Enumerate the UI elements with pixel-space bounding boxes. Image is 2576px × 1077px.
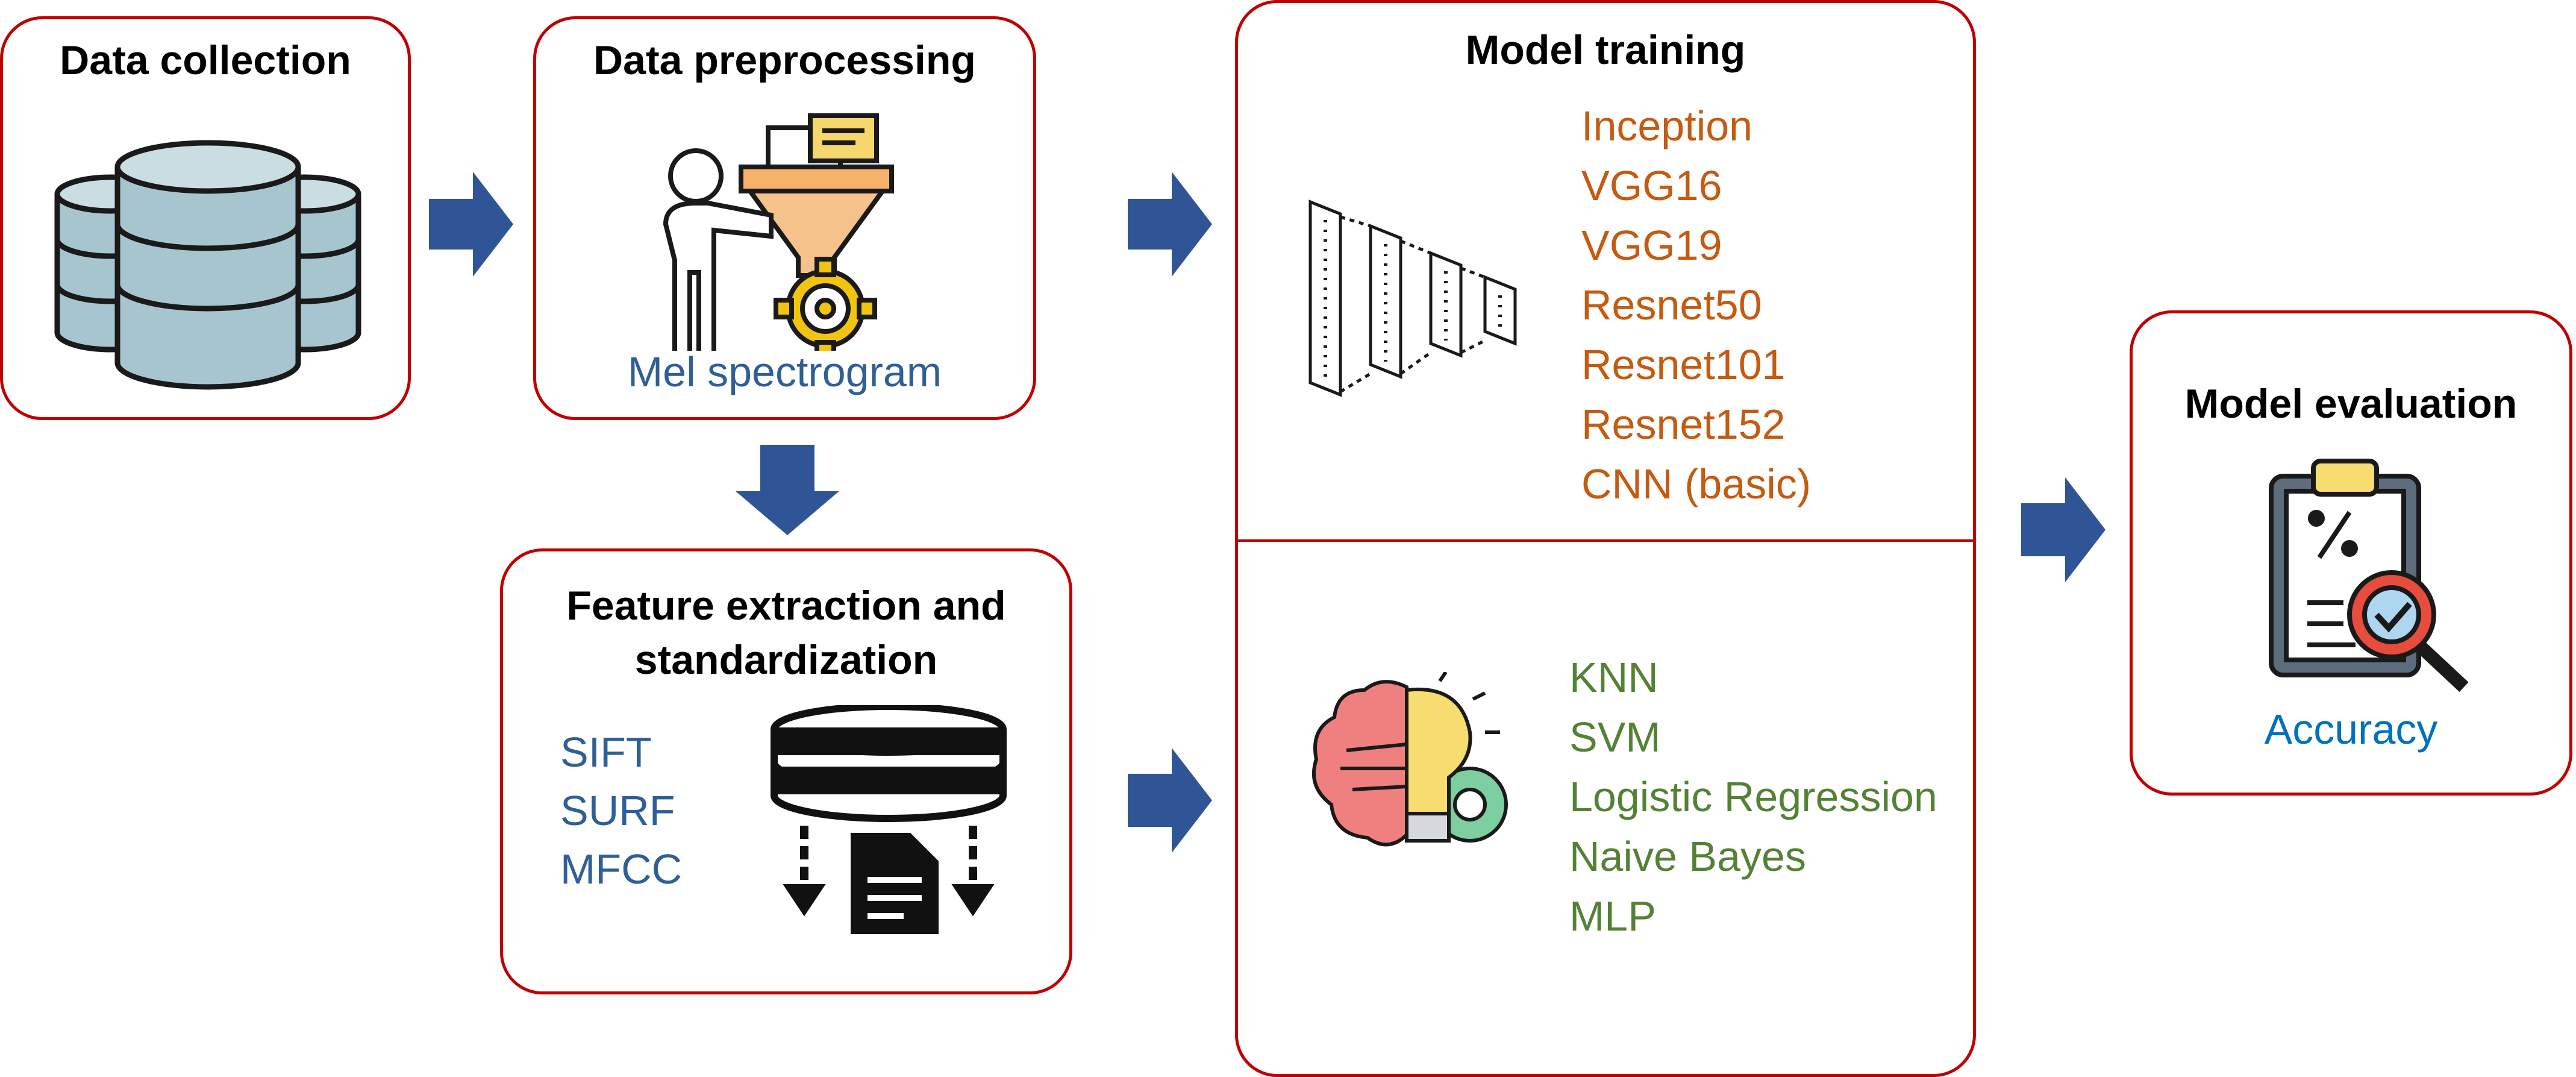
arrow-feature-to-training <box>1128 748 1212 853</box>
arrow-training-to-evaluation <box>2021 477 2106 582</box>
feature-extraction-title-line2: standardization <box>634 637 938 683</box>
feature-item: SURF <box>560 787 675 834</box>
ml-model-item: SVM <box>1569 714 1661 761</box>
ml-model-item: KNN <box>1569 654 1658 701</box>
training-divider <box>1238 539 1973 542</box>
feature-list: SIFT SURF MFCC <box>560 723 682 899</box>
database-icon <box>54 140 361 390</box>
model-training-box: Model training Inception VGG16 VGG19 Res… <box>1235 0 1976 1077</box>
deep-model-item: CNN (basic) <box>1581 460 1812 507</box>
neural-network-layers-icon <box>1308 199 1517 397</box>
clipboard-magnifier-icon <box>2269 459 2469 692</box>
deep-model-item: Resnet50 <box>1581 281 1762 328</box>
feature-item: SIFT <box>560 729 652 776</box>
arrow-preprocessing-to-training <box>1128 172 1212 277</box>
arrow-collection-to-preprocessing <box>429 172 513 277</box>
deep-model-item: VGG19 <box>1581 222 1722 269</box>
model-training-title: Model training <box>1465 27 1746 73</box>
accuracy-caption: Accuracy <box>2264 706 2438 753</box>
data-preprocessing-title: Data preprocessing <box>593 37 976 83</box>
model-evaluation-title: Model evaluation <box>2184 381 2518 427</box>
deep-model-item: VGG16 <box>1581 162 1722 209</box>
database-extract-document-icon <box>771 705 1007 934</box>
data-collection-box: Data collection <box>0 16 411 420</box>
feature-extraction-box: Feature extraction and standardization S… <box>500 548 1072 994</box>
ml-model-list: KNN SVM Logistic Regression Naive Bayes … <box>1569 648 1937 946</box>
feature-extraction-title-line1: Feature extraction and <box>566 583 1006 629</box>
ml-model-item: MLP <box>1569 893 1656 940</box>
model-evaluation-box: Model evaluation Accuracy <box>2130 310 2572 796</box>
deep-model-list: Inception VGG16 VGG19 Resnet50 Resnet101… <box>1581 96 1811 514</box>
person-funnel-gear-icon <box>663 113 894 351</box>
deep-model-item: Resnet101 <box>1581 341 1786 388</box>
mel-spectrogram-caption: Mel spectrogram <box>627 348 942 395</box>
ml-model-item: Logistic Regression <box>1569 773 1937 820</box>
deep-model-item: Inception <box>1581 102 1753 149</box>
data-collection-title: Data collection <box>60 37 351 83</box>
ml-model-item: Naive Bayes <box>1569 833 1806 880</box>
deep-model-item: Resnet152 <box>1581 401 1786 448</box>
feature-item: MFCC <box>560 846 683 893</box>
brain-lightbulb-gear-icon <box>1311 672 1508 847</box>
data-preprocessing-box: Data preprocessing Me <box>533 16 1036 420</box>
arrow-preprocessing-to-feature <box>736 445 839 535</box>
